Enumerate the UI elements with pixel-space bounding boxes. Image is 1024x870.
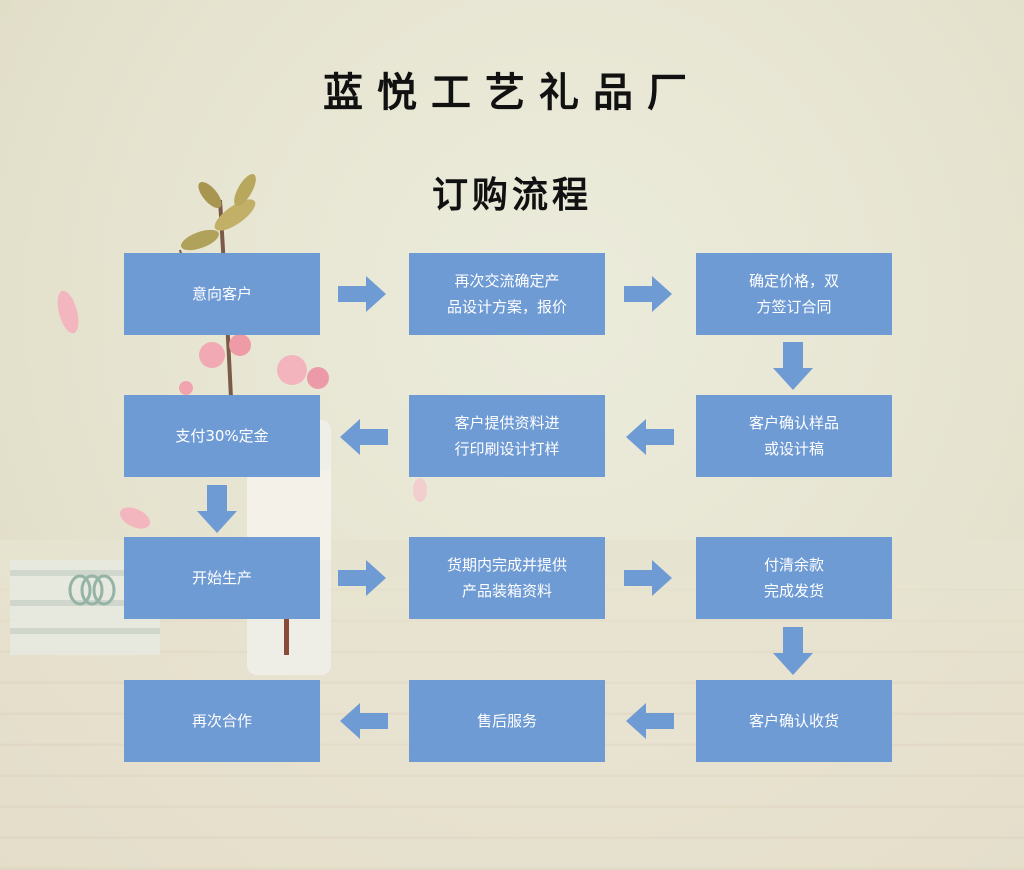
step-complete-packing: 货期内完成并提供 产品装箱资料 <box>409 537 605 619</box>
step-pay-balance-ship: 付清余款 完成发货 <box>696 537 892 619</box>
flower-branch-illustration <box>179 174 329 421</box>
arrow-right-4 <box>624 560 672 596</box>
arrow-left-4 <box>340 703 388 739</box>
step-intended-customer: 意向客户 <box>124 253 320 335</box>
arrow-right-3 <box>338 560 386 596</box>
arrow-right-2 <box>624 276 672 312</box>
arrow-down-2 <box>197 485 237 533</box>
arrow-left-1 <box>626 419 674 455</box>
step-confirm-sample: 客户确认样品 或设计稿 <box>696 395 892 477</box>
arrow-right-1 <box>338 276 386 312</box>
step-print-proofing: 客户提供资料进 行印刷设计打样 <box>409 395 605 477</box>
step-start-production: 开始生产 <box>124 537 320 619</box>
arrow-down-3 <box>773 627 813 675</box>
arrow-left-2 <box>340 419 388 455</box>
petals-illustration <box>57 290 427 529</box>
flow-title: 订购流程 <box>431 174 592 216</box>
arrow-left-3 <box>626 703 674 739</box>
step-deposit-payment: 支付30%定金 <box>124 395 320 477</box>
step-design-and-quote: 再次交流确定产 品设计方案，报价 <box>409 253 605 335</box>
step-after-sales: 售后服务 <box>409 680 605 762</box>
step-confirm-receipt: 客户确认收货 <box>696 680 892 762</box>
step-sign-contract: 确定价格，双 方签订合同 <box>696 253 892 335</box>
step-cooperate-again: 再次合作 <box>124 680 320 762</box>
arrow-down-1 <box>773 342 813 390</box>
company-name: 蓝悦工艺礼品厂 <box>323 69 701 116</box>
